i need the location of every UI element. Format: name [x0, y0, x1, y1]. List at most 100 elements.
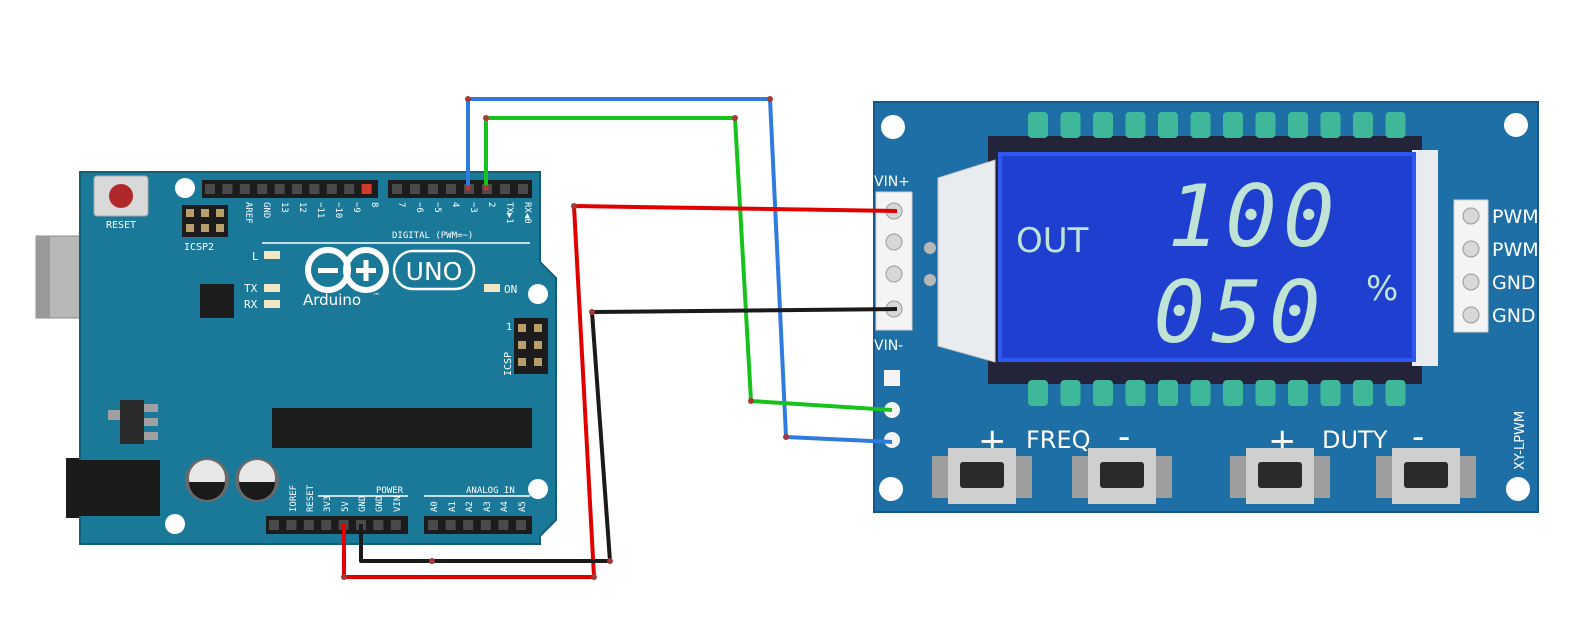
mounting-hole — [175, 178, 195, 198]
led-on-label: ON — [504, 283, 517, 296]
icsp-label: ICSP — [503, 352, 514, 376]
bottom-pin-label: 3V3 — [323, 496, 333, 512]
top-pin-label: AREF — [243, 202, 253, 224]
lcd-pin — [1320, 380, 1341, 406]
icsp2-header — [182, 205, 228, 237]
header-pin — [480, 520, 491, 530]
header-pin — [498, 520, 509, 530]
header-pin — [321, 520, 332, 530]
lcd-bracket-screw — [924, 242, 936, 254]
header-pin — [361, 184, 372, 194]
right-pin-label: GND — [1492, 305, 1536, 327]
freq-minus-button[interactable] — [1072, 448, 1172, 504]
header-pin — [239, 184, 250, 194]
terminal-pin — [885, 265, 903, 283]
top-pin-label: 7 — [396, 202, 406, 207]
digital-header-high — [202, 180, 378, 198]
lcd-pin — [1028, 112, 1048, 138]
bottom-pin-label: A4 — [500, 501, 510, 512]
header-pin — [516, 520, 526, 530]
bottom-pin-label: IOREF — [289, 485, 299, 512]
lcd-pin — [1255, 380, 1276, 406]
bottom-pin-label: VIN — [393, 496, 403, 512]
lcd-pin — [1125, 112, 1146, 138]
header-pin — [392, 184, 402, 194]
header-pin — [205, 184, 215, 194]
right-pin-label: PWM — [1492, 239, 1539, 261]
reset-button-cap[interactable] — [109, 184, 133, 208]
top-pin-label: TX▶1 — [504, 202, 514, 224]
digital-header-low — [388, 180, 532, 198]
mounting-hole — [528, 284, 548, 304]
bottom-pin-label: A5 — [518, 501, 528, 512]
lcd-pin — [1385, 112, 1406, 138]
lcd-pin — [1288, 380, 1308, 406]
lcd-pin — [1093, 112, 1113, 138]
header-pin — [269, 520, 279, 530]
led-l — [264, 251, 280, 259]
header-pin — [344, 184, 355, 194]
lcd-pin — [1190, 112, 1211, 138]
digital-label: DIGITAL (PWM=~) — [392, 231, 473, 241]
header-pin — [390, 520, 401, 530]
top-pin-label: ~3 — [468, 202, 478, 213]
top-pin-label: ~9 — [351, 202, 361, 213]
lcd-duty-value: 050 — [1153, 263, 1326, 363]
top-pin-label: 4 — [450, 202, 460, 207]
capacitor — [235, 458, 279, 502]
header-pin — [446, 184, 456, 194]
header-pin — [410, 184, 420, 194]
mounting-hole — [1504, 113, 1528, 137]
terminal-pin — [1462, 207, 1480, 225]
duty-plus-button[interactable] — [1230, 448, 1330, 504]
lcd-pin — [1093, 380, 1113, 406]
bottom-pin-label: A0 — [430, 501, 440, 512]
module-model-label: XY-LPWM — [1513, 411, 1528, 470]
lcd-pin — [1060, 380, 1081, 406]
top-pin-label: RX◀0 — [522, 202, 532, 224]
logo-minus-icon — [318, 268, 338, 273]
lcd-pin — [1028, 380, 1048, 406]
right-pin-label: PWM — [1492, 206, 1539, 228]
arduino-logo-tm: ™ — [373, 292, 380, 300]
analog-label: ANALOG IN — [466, 486, 515, 496]
bottom-pin-label: GND — [375, 496, 385, 512]
arduino-pcb — [79, 171, 557, 545]
mounting-hole — [528, 479, 548, 499]
lcd-screen-glare — [998, 152, 1416, 362]
freq-plus-button[interactable] — [932, 448, 1032, 504]
duty-minus-button[interactable] — [1376, 448, 1476, 504]
led-rx — [264, 300, 280, 308]
usb-chip — [200, 284, 234, 318]
header-pin — [257, 184, 268, 194]
header-pin — [326, 184, 337, 194]
lcd-pin — [1060, 112, 1081, 138]
lcd-pin — [1385, 380, 1406, 406]
header-pin — [445, 520, 456, 530]
dc-barrel-jack-front — [68, 460, 160, 516]
lcd-frequency-value: 100 — [1167, 167, 1340, 267]
icsp-header — [514, 318, 548, 374]
header-pin — [428, 520, 438, 530]
top-pin-label: GND — [261, 202, 271, 218]
lcd-bracket-left — [937, 159, 996, 363]
terminal-pin — [1462, 306, 1480, 324]
arduino-logo-text: Arduino — [303, 291, 361, 309]
logo-plus-icon-v — [363, 260, 369, 281]
duty-label: DUTY — [1322, 426, 1388, 454]
led-rx-label: RX — [244, 298, 258, 311]
bottom-pin-label: A3 — [483, 501, 493, 512]
top-pin-label: ~10 — [333, 202, 343, 218]
header-pin — [286, 520, 297, 530]
lcd-out-label: OUT — [1016, 221, 1089, 261]
usb-connector-side — [36, 236, 50, 318]
lcd-pin — [1158, 112, 1178, 138]
lcd-pin — [1353, 112, 1373, 138]
lcd-screen — [1000, 154, 1414, 360]
bottom-pin-label: RESET — [306, 484, 316, 512]
power-header — [266, 516, 408, 534]
mounting-hole — [165, 514, 185, 534]
